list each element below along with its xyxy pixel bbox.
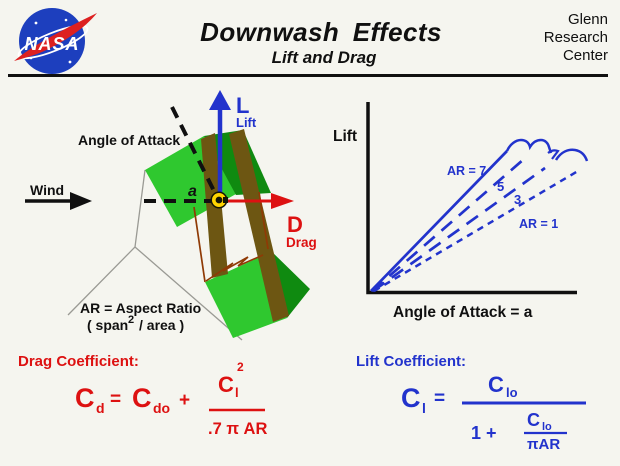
angle-of-attack-label: Angle of Attack xyxy=(78,132,180,148)
nasa-logo-star xyxy=(34,21,38,25)
aspect-ratio-note-line1: AR = Aspect Ratio xyxy=(80,300,201,316)
curve-label-ar7: AR = 7 xyxy=(447,164,486,178)
curve-ar5 xyxy=(371,157,525,293)
page-subtitle: Lift and Drag xyxy=(271,48,377,67)
curve-ar1-stall xyxy=(554,148,589,162)
lift-eq-c1-sub: l xyxy=(422,400,426,416)
drag-eq-equals: = xyxy=(110,389,121,410)
aspect-ratio-note-open: ( span xyxy=(87,317,128,333)
drag-eq-c1: C xyxy=(75,383,95,413)
leader-line xyxy=(134,246,243,341)
org-name-line: Glenn xyxy=(567,11,608,28)
aspect-ratio-note-sup: 2 xyxy=(128,314,134,326)
lift-eq-den-prefix: 1 + xyxy=(471,423,497,443)
curve-ar7 xyxy=(370,150,508,292)
nasa-logo-icon: NASA xyxy=(14,8,97,74)
drag-eq-num-sup: 2 xyxy=(237,360,244,374)
wake-rollup-zigzag xyxy=(205,254,264,282)
curve-ar3 xyxy=(372,166,546,293)
nasa-logo-star xyxy=(68,60,72,64)
graph-axes xyxy=(366,102,577,295)
drag-word: Drag xyxy=(286,235,317,250)
graph-y-axis-label: Lift xyxy=(333,128,357,145)
nasa-logo-text: NASA xyxy=(24,34,79,54)
lift-eq-num-sub: lo xyxy=(506,385,518,400)
vortex-ribbon-right xyxy=(229,129,289,322)
drag-eq-plus: + xyxy=(179,390,190,411)
drag-symbol: D xyxy=(287,212,303,237)
drag-equation-heading: Drag Coefficient: xyxy=(18,353,139,370)
nasa-logo-orbit xyxy=(17,24,89,60)
lift-eq-equals: = xyxy=(434,388,445,409)
drag-eq-c1-sub: d xyxy=(96,400,105,416)
lift-arrow-head-icon xyxy=(209,90,231,110)
lift-eq-den-den: πAR xyxy=(527,436,560,453)
wake-edge-line xyxy=(193,206,206,283)
drag-eq-c2: C xyxy=(132,383,152,413)
page-title: Downwash Effects xyxy=(200,17,442,47)
org-name-line: Research xyxy=(543,29,608,46)
leader-line xyxy=(67,169,146,316)
aspect-ratio-note-close: / area ) xyxy=(139,317,184,333)
alpha-label: a xyxy=(188,183,197,200)
pivot-marker-gap xyxy=(223,197,228,203)
curve-ar1 xyxy=(373,169,579,293)
curve-ar7-stall xyxy=(505,138,553,154)
org-name-line: Center xyxy=(562,47,608,64)
nasa-logo-star xyxy=(64,18,68,22)
drag-arrow-head-icon xyxy=(271,193,294,209)
nasa-logo-swoosh-icon xyxy=(14,13,97,61)
lift-equation-heading: Lift Coefficient: xyxy=(356,353,466,370)
curve-label-ar1: AR = 1 xyxy=(519,217,558,231)
lift-eq-den-num-sub: lo xyxy=(542,421,552,433)
lift-symbol: L xyxy=(236,93,249,118)
drag-eq-c2-sub: do xyxy=(153,400,170,416)
chord-dashed-line xyxy=(170,106,219,198)
lift-eq-num-c: C xyxy=(488,372,504,397)
header-divider xyxy=(8,74,608,77)
lift-equation: Lift Coefficient: C l = C lo 1 + C lo πA… xyxy=(356,353,586,453)
curve-label-ar5: 5 xyxy=(497,179,504,194)
wind-label: Wind xyxy=(30,182,64,198)
drag-eq-num-sub: l xyxy=(235,385,239,400)
drag-eq-num-c: C xyxy=(218,372,234,397)
drag-eq-den: .7 π AR xyxy=(208,420,267,438)
graph-x-axis-label: Angle of Attack = a xyxy=(393,304,533,321)
org-name: Glenn Research Center xyxy=(544,11,608,65)
lift-word: Lift xyxy=(236,115,257,130)
curve-ar1-stall-curl xyxy=(547,149,560,160)
curve-label-ar3: 3 xyxy=(514,192,521,207)
lift-eq-c1: C xyxy=(401,383,421,413)
wind-arrow-head-icon xyxy=(70,192,92,210)
lift-eq-den-num-c: C xyxy=(527,410,540,430)
drag-equation: Drag Coefficient: C d = C do + C l 2 .7 … xyxy=(18,353,267,438)
